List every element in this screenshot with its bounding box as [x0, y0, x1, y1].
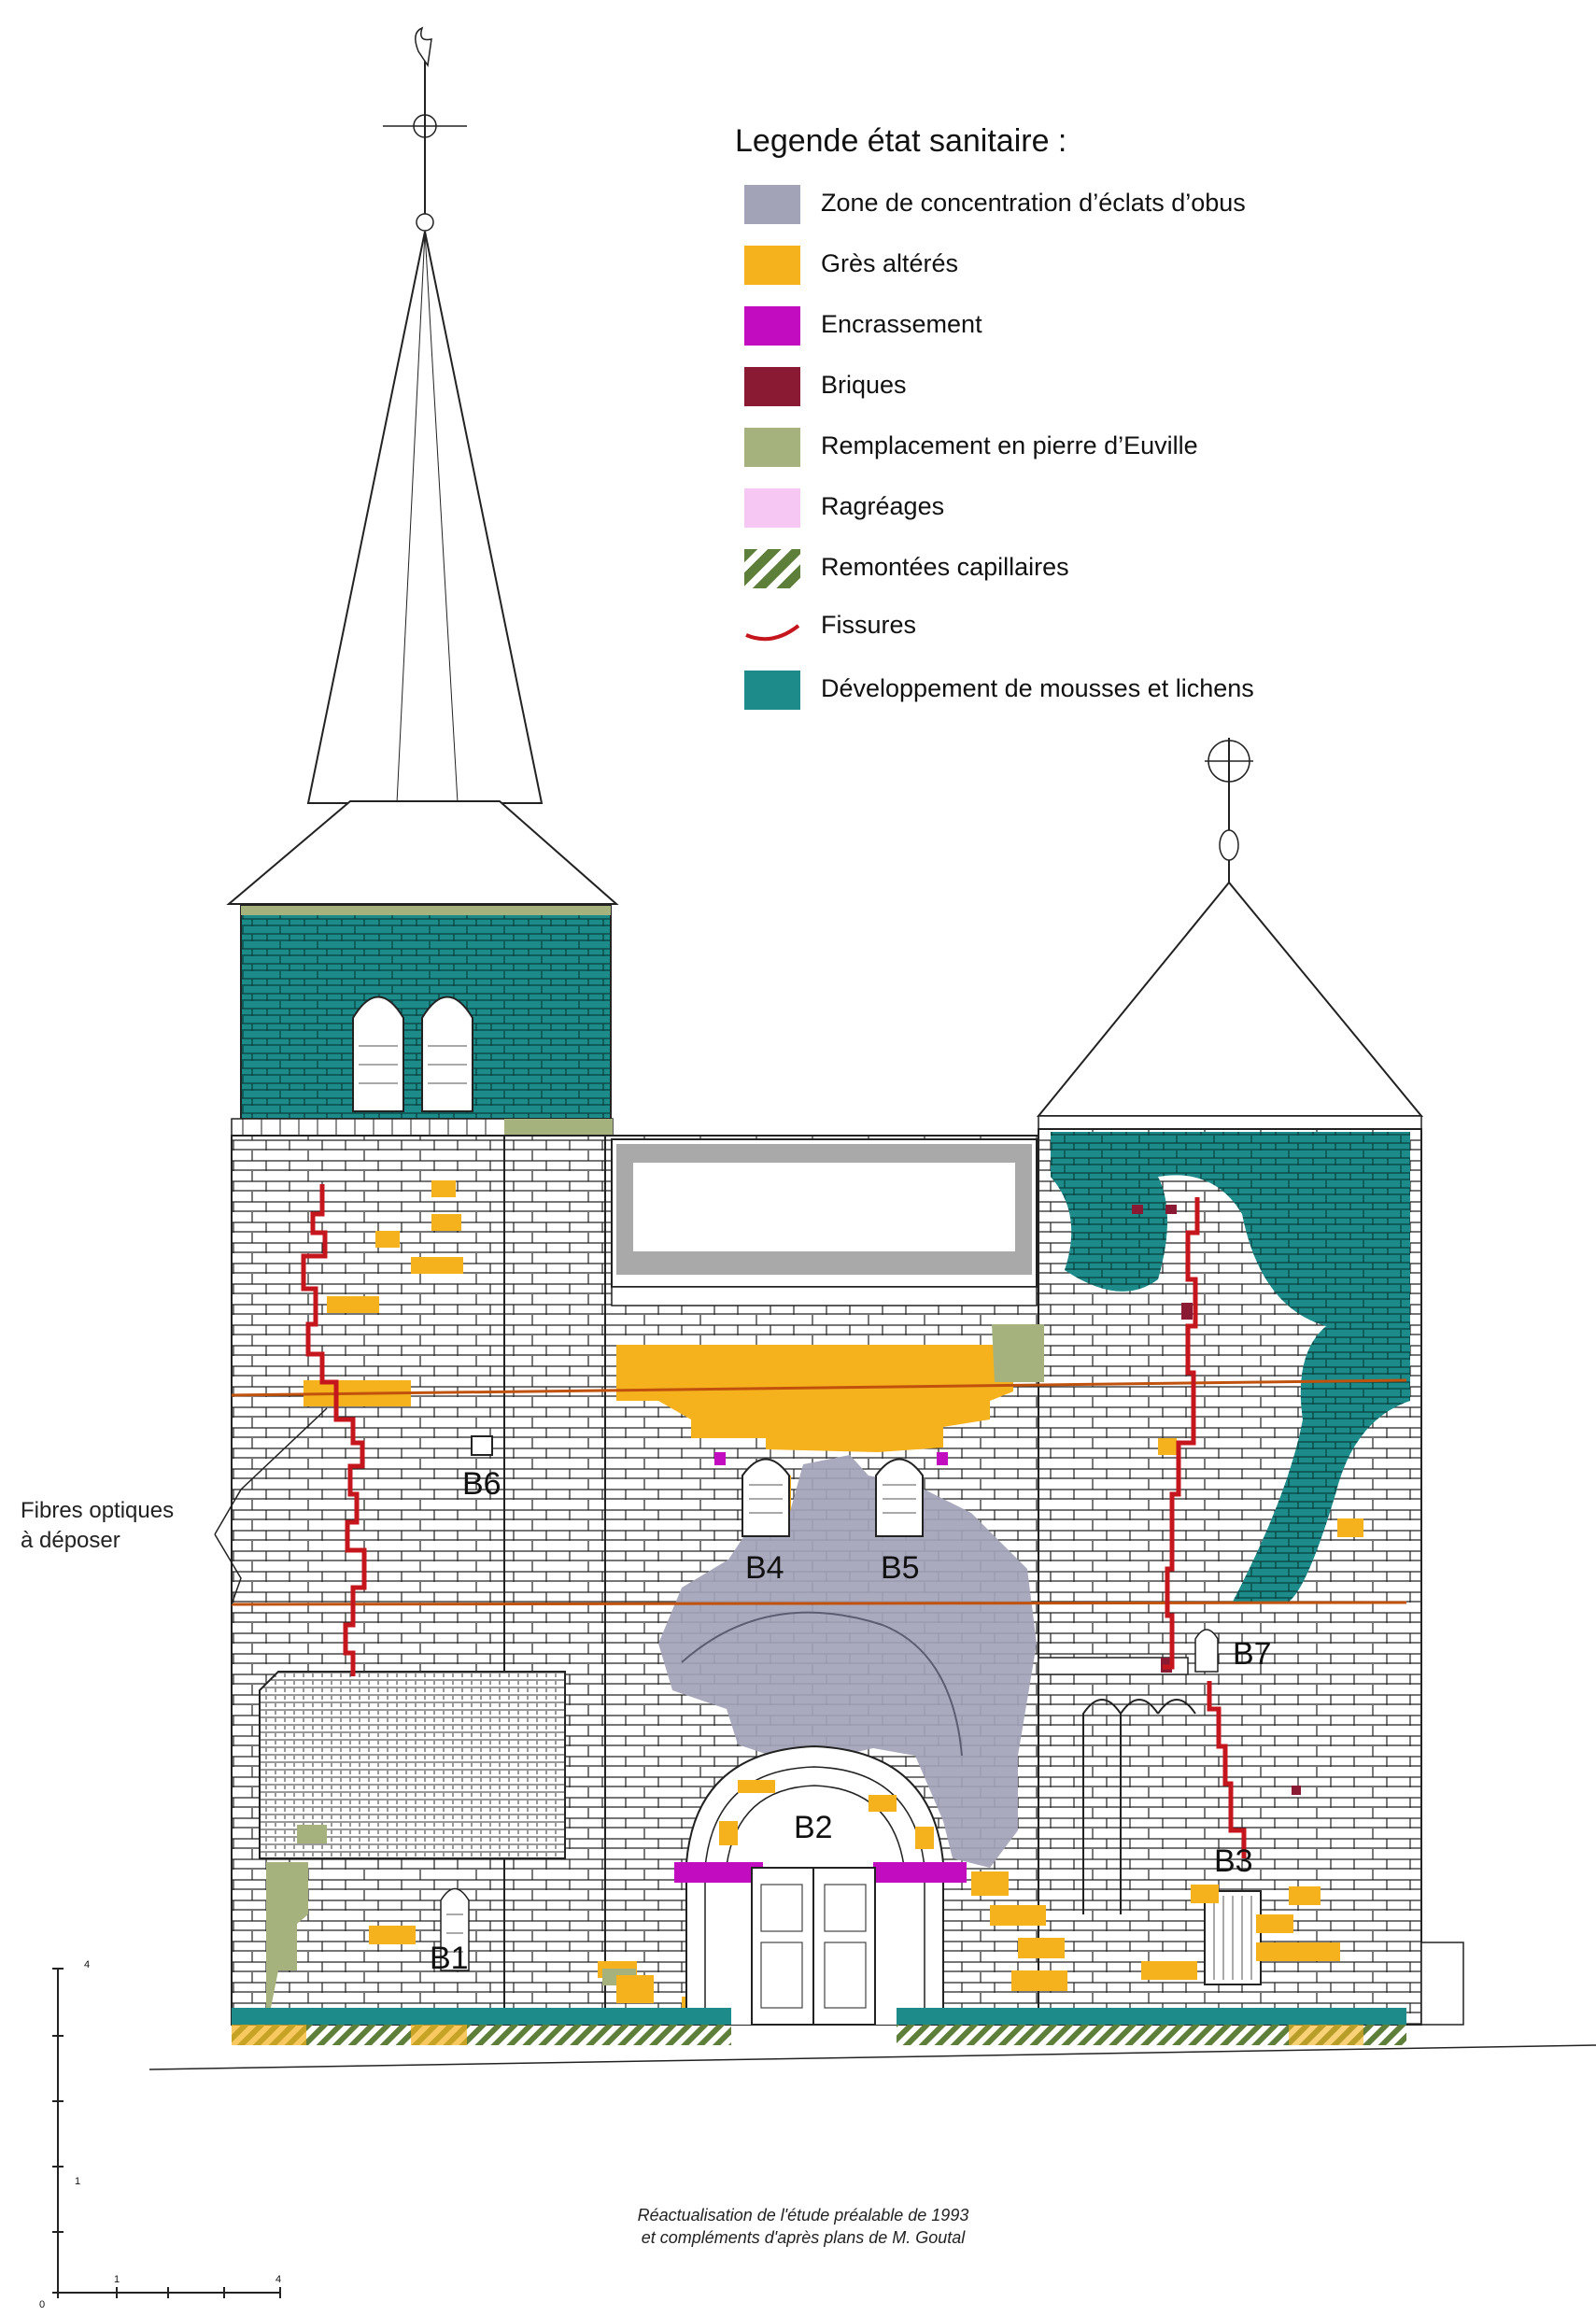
legend-label: Remplacement en pierre d’Euville — [821, 431, 1198, 459]
scale-tick-label: 4 — [275, 2274, 282, 2285]
legend-swatch — [744, 306, 800, 346]
legend-label: Développement de mousses et lichens — [821, 674, 1254, 702]
legend-item-remplacement: Remplacement en pierre d’Euville — [744, 428, 1417, 469]
tag-b2: B2 — [794, 1810, 833, 1845]
tag-b7: B7 — [1233, 1636, 1272, 1672]
tag-b3: B3 — [1214, 1843, 1253, 1879]
legend-item-gres-alteres: Grès altérés — [744, 246, 1417, 287]
legend-label: Ragréages — [821, 492, 945, 520]
legend-label: Fissures — [821, 611, 917, 639]
fibres-optiques-lines — [231, 1378, 1407, 1606]
tag-b5: B5 — [881, 1550, 920, 1586]
fissures — [301, 1184, 1247, 1858]
soubassement — [148, 1975, 1596, 2070]
legend-swatch — [744, 185, 800, 224]
fibres-optiques-callout: Fibres optiques à déposer — [21, 1496, 174, 1556]
tag-b4: B4 — [745, 1550, 784, 1586]
legend-item-mousses-lichens: Développement de mousses et lichens — [744, 671, 1417, 712]
legend-swatch-hatched — [744, 549, 800, 588]
scale-tick-label: 0 — [39, 2299, 46, 2310]
legend-label: Encrassement — [821, 310, 982, 338]
drawing-credit: Réactualisation de l'étude préalable de … — [579, 2204, 1027, 2249]
side-chapel — [259, 1671, 566, 1971]
legend-swatch — [744, 488, 800, 528]
scale-bar — [52, 1968, 281, 2298]
tag-b1: B1 — [430, 1941, 469, 1976]
tag-b6: B6 — [462, 1466, 501, 1502]
remplacement-zones — [266, 1324, 1044, 2008]
legend-label: Remontées capillaires — [821, 553, 1069, 581]
credit-line-2: et compléments d'après plans de M. Gouta… — [641, 2228, 966, 2247]
legend-item-eclats-obus: Zone de concentration d’éclats d’obus — [744, 185, 1417, 226]
scale-tick-label: 1 — [75, 2176, 81, 2187]
main-portal — [674, 1744, 967, 2026]
legend-label: Zone de concentration d’éclats d’obus — [821, 189, 1246, 217]
grès-altérés-zones — [304, 1180, 1340, 2013]
scale-tick-label: 4 — [84, 1959, 91, 1970]
legend-item-encrassement: Encrassement — [744, 306, 1417, 347]
callout-line-2: à déposer — [21, 1528, 120, 1553]
legend-label: Grès altérés — [821, 249, 959, 277]
callout-line-1: Fibres optiques — [21, 1498, 175, 1523]
éclats-obus-zone — [658, 1455, 1037, 1868]
scale-tick-label: 1 — [114, 2274, 120, 2285]
callout-leader — [214, 1407, 328, 1605]
legend-swatch — [744, 367, 800, 406]
legend-swatch — [744, 428, 800, 467]
stair-tower — [1036, 738, 1464, 2026]
b6-plaque — [471, 1435, 493, 1456]
legend-item-briques: Briques — [744, 367, 1417, 408]
legend-item-fissures: Fissures — [744, 607, 1417, 648]
legend-title: Legende état sanitaire : — [735, 123, 1067, 159]
twin-windows — [714, 1452, 948, 1537]
bell-tower — [226, 26, 619, 1137]
legend-item-remontees-capillaires: Remontées capillaires — [744, 549, 1417, 590]
legend-swatch-crack — [745, 624, 800, 642]
legend-swatch — [744, 246, 800, 285]
credit-line-1: Réactualisation de l'étude préalable de … — [637, 2206, 969, 2224]
legend-label: Briques — [821, 371, 907, 399]
legend-item-ragreages: Ragréages — [744, 488, 1417, 530]
legend-swatch — [744, 671, 800, 710]
